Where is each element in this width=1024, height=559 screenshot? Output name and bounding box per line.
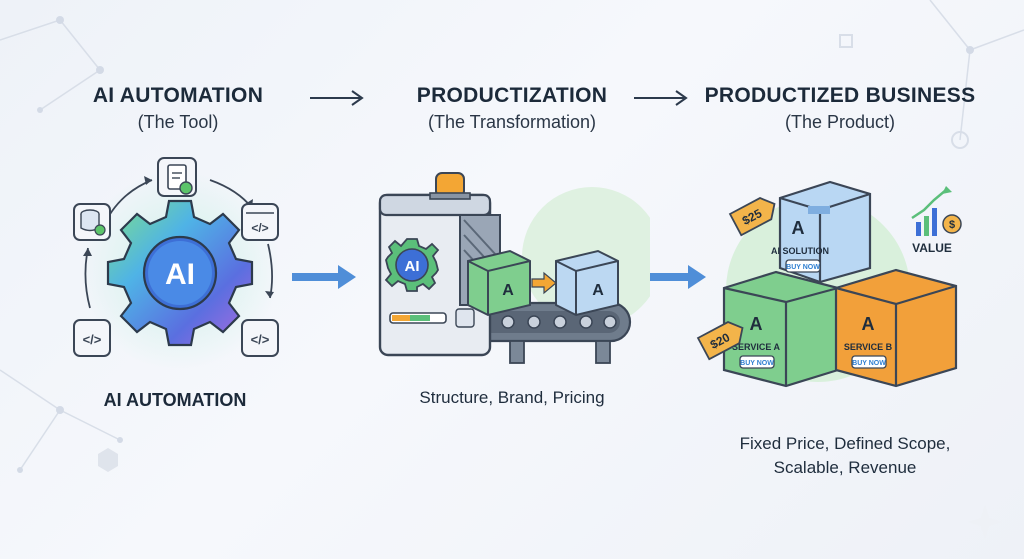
- svg-text:</>: </>: [251, 221, 268, 235]
- database-settings-icon: [73, 203, 111, 241]
- code-icon-right: </>: [241, 319, 279, 357]
- price-tag-25: $25: [728, 197, 776, 237]
- benefits-line-2: Scalable, Revenue: [773, 458, 917, 477]
- svg-text:AI: AI: [165, 258, 195, 291]
- product-boxes-illustration: A AI SOLUTION BUY NOW $25 $ VALUE A SERV…: [696, 180, 962, 388]
- gear-icon: [106, 199, 254, 347]
- box-green: A: [467, 249, 531, 317]
- stage-title-productized-business: PRODUCTIZED BUSINESS: [704, 84, 976, 107]
- stage-subtitle-transformation: (The Transformation): [427, 112, 597, 132]
- ai-automation-caption: AI AUTOMATION: [103, 390, 247, 410]
- svg-text:BUY NOW: BUY NOW: [740, 360, 774, 367]
- svg-text:$: $: [949, 219, 955, 231]
- product-box-service-b: A SERVICE B BUY NOW: [834, 268, 958, 388]
- value-chart-icon: $: [911, 186, 962, 236]
- svg-text:A: A: [792, 218, 805, 238]
- svg-text:</>: </>: [251, 332, 270, 347]
- productization-caption: Structure, Brand, Pricing: [419, 388, 605, 407]
- arrow-top-1: [310, 90, 364, 106]
- flow-arrow-2: [642, 265, 706, 289]
- ai-automation-illustration: AI </> </> </>: [73, 157, 280, 368]
- product-box-service-a: A SERVICE A BUY NOW: [722, 270, 840, 388]
- svg-text:BUY NOW: BUY NOW: [852, 360, 886, 367]
- svg-text:A: A: [750, 314, 763, 334]
- svg-text:SERVICE A: SERVICE A: [732, 342, 781, 352]
- code-icon-left: </>: [73, 319, 111, 357]
- machine-gear-icon: [384, 238, 440, 292]
- svg-text:BUY NOW: BUY NOW: [786, 264, 820, 271]
- flow-arrow-1: [292, 265, 356, 289]
- stage-title-productization: PRODUCTIZATION: [416, 84, 608, 107]
- browser-code-icon: </>: [241, 203, 279, 241]
- svg-text:</>: </>: [83, 332, 102, 347]
- clipboard-icon: [157, 157, 197, 197]
- svg-text:A: A: [592, 282, 604, 299]
- product-box-ai-solution: A AI SOLUTION BUY NOW: [771, 180, 872, 284]
- svg-text:SERVICE B: SERVICE B: [844, 342, 893, 352]
- svg-text:A: A: [502, 282, 514, 299]
- stage-subtitle-product: (The Product): [784, 112, 896, 132]
- stage-subtitle-tool: (The Tool): [137, 112, 219, 132]
- svg-text:AI SOLUTION: AI SOLUTION: [771, 246, 829, 256]
- stage-title-ai-automation: AI AUTOMATION: [92, 84, 264, 107]
- benefits-line-1: Fixed Price, Defined Scope,: [739, 434, 951, 453]
- productization-machine: AI A A: [378, 172, 650, 364]
- svg-text:VALUE: VALUE: [912, 241, 952, 255]
- svg-text:AI: AI: [405, 258, 420, 275]
- box-blue: A: [555, 249, 619, 317]
- arrow-top-2: [634, 90, 688, 106]
- price-tag-20: $20: [696, 321, 744, 361]
- svg-text:A: A: [862, 314, 875, 334]
